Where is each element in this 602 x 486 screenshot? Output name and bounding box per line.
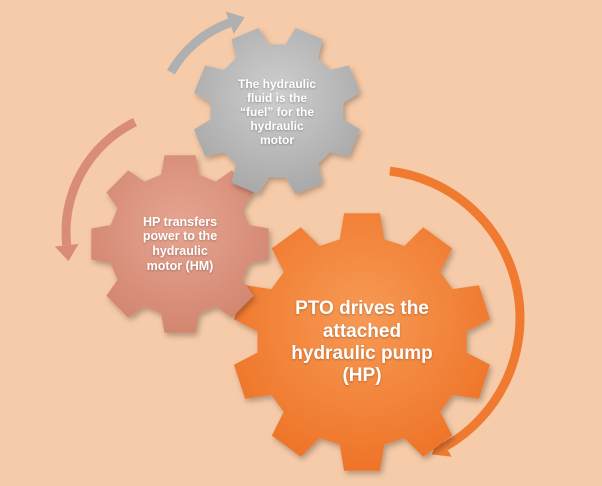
arrow-pto-loop bbox=[389, 166, 525, 457]
gear-hp bbox=[91, 155, 269, 333]
arrow-shaft bbox=[166, 18, 232, 75]
hp-step-text: HP transfers power to the hydraulic moto… bbox=[142, 214, 218, 273]
gear-fluid bbox=[194, 28, 360, 194]
arrow-shaft bbox=[389, 166, 525, 451]
arrow-head bbox=[225, 11, 245, 35]
arrow-hp-loop bbox=[54, 118, 137, 262]
gear-hp-label: HP transfers power to the hydraulic moto… bbox=[120, 200, 240, 288]
pto-step-text: PTO drives the attached hydraulic pump (… bbox=[291, 298, 433, 387]
gear-pto bbox=[234, 213, 490, 471]
gear-pto-label: PTO drives the attached hydraulic pump (… bbox=[282, 288, 442, 398]
arrow-fluid-loop bbox=[166, 11, 245, 75]
arrow-shaft bbox=[61, 118, 137, 246]
arrow-head bbox=[431, 435, 452, 457]
gear-fluid-label: The hydraulic fluid is the “fuel” for th… bbox=[222, 64, 332, 160]
arrow-head bbox=[54, 243, 79, 262]
fluid-step-text: The hydraulic fluid is the “fuel” for th… bbox=[237, 76, 317, 148]
